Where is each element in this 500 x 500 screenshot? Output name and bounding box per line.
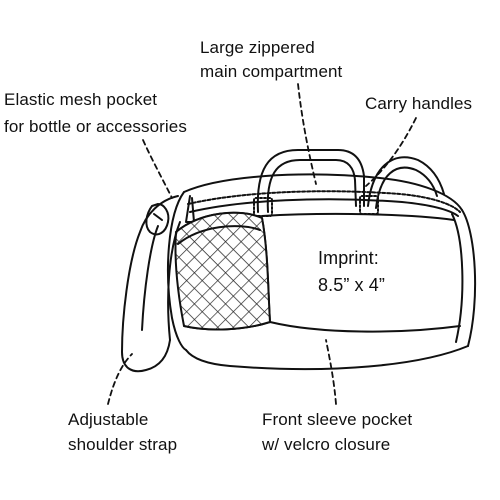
main-compartment-label: Large zippered main compartment [200,38,343,81]
mesh-pocket [174,211,271,331]
front-sleeve-label: Front sleeve pocket w/ velcro closure [262,410,413,454]
shoulder-strap-label: Adjustable shoulder strap [68,410,178,454]
mesh-pocket-label: Elastic mesh pocket for bottle or access… [4,90,187,136]
carry-handles-label: Carry handles [365,94,473,113]
callout-leaders [107,83,417,405]
shoulder-strap [121,195,181,373]
imprint-label: Imprint: 8.5” x 4” [318,248,385,295]
carry-handles [253,149,445,217]
